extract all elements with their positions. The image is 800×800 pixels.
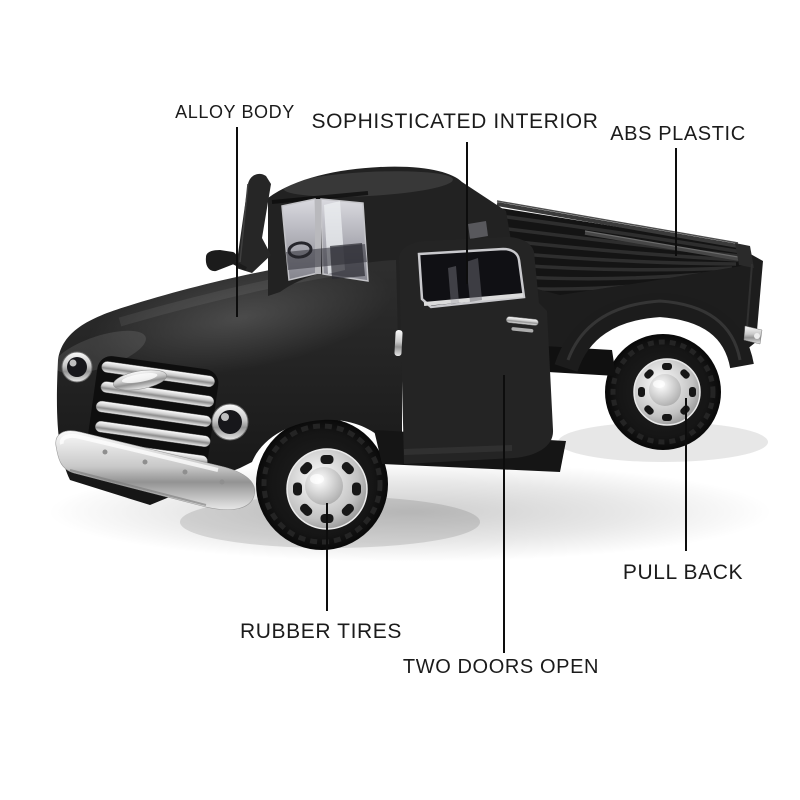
callout-rubber-tires: RUBBER TIRES	[239, 620, 403, 643]
rear-wheel	[605, 334, 721, 450]
callout-abs-plastic: ABS PLASTIC	[610, 123, 746, 145]
rear-fender	[554, 292, 754, 373]
callout-pull-back: PULL BACK	[622, 561, 744, 584]
truck-bed	[490, 200, 763, 376]
front-wheel	[256, 418, 388, 550]
front-bumper	[55, 430, 256, 510]
callout-sophisticated-interior: SOPHISTICATED INTERIOR	[311, 110, 599, 133]
leader-line-sophisticated-interior	[466, 142, 468, 284]
rear-hitch	[743, 325, 763, 345]
near-door-open	[394, 237, 554, 464]
callout-two-doors-open: TWO DOORS OPEN	[402, 656, 600, 678]
hood-emblem	[113, 369, 167, 391]
side-mirror	[205, 250, 247, 272]
callout-alloy-body: ALLOY BODY	[175, 102, 295, 122]
leader-line-alloy-body	[236, 127, 238, 317]
leader-line-two-doors-open	[503, 375, 505, 653]
headlight-right	[211, 403, 249, 441]
far-door-open	[236, 173, 271, 273]
leader-line-rubber-tires	[326, 503, 328, 611]
leader-line-abs-plastic	[675, 148, 677, 256]
door-handle	[506, 316, 539, 333]
leader-line-pull-back	[685, 398, 687, 551]
windshield	[281, 198, 369, 282]
headlight-left	[61, 351, 93, 383]
